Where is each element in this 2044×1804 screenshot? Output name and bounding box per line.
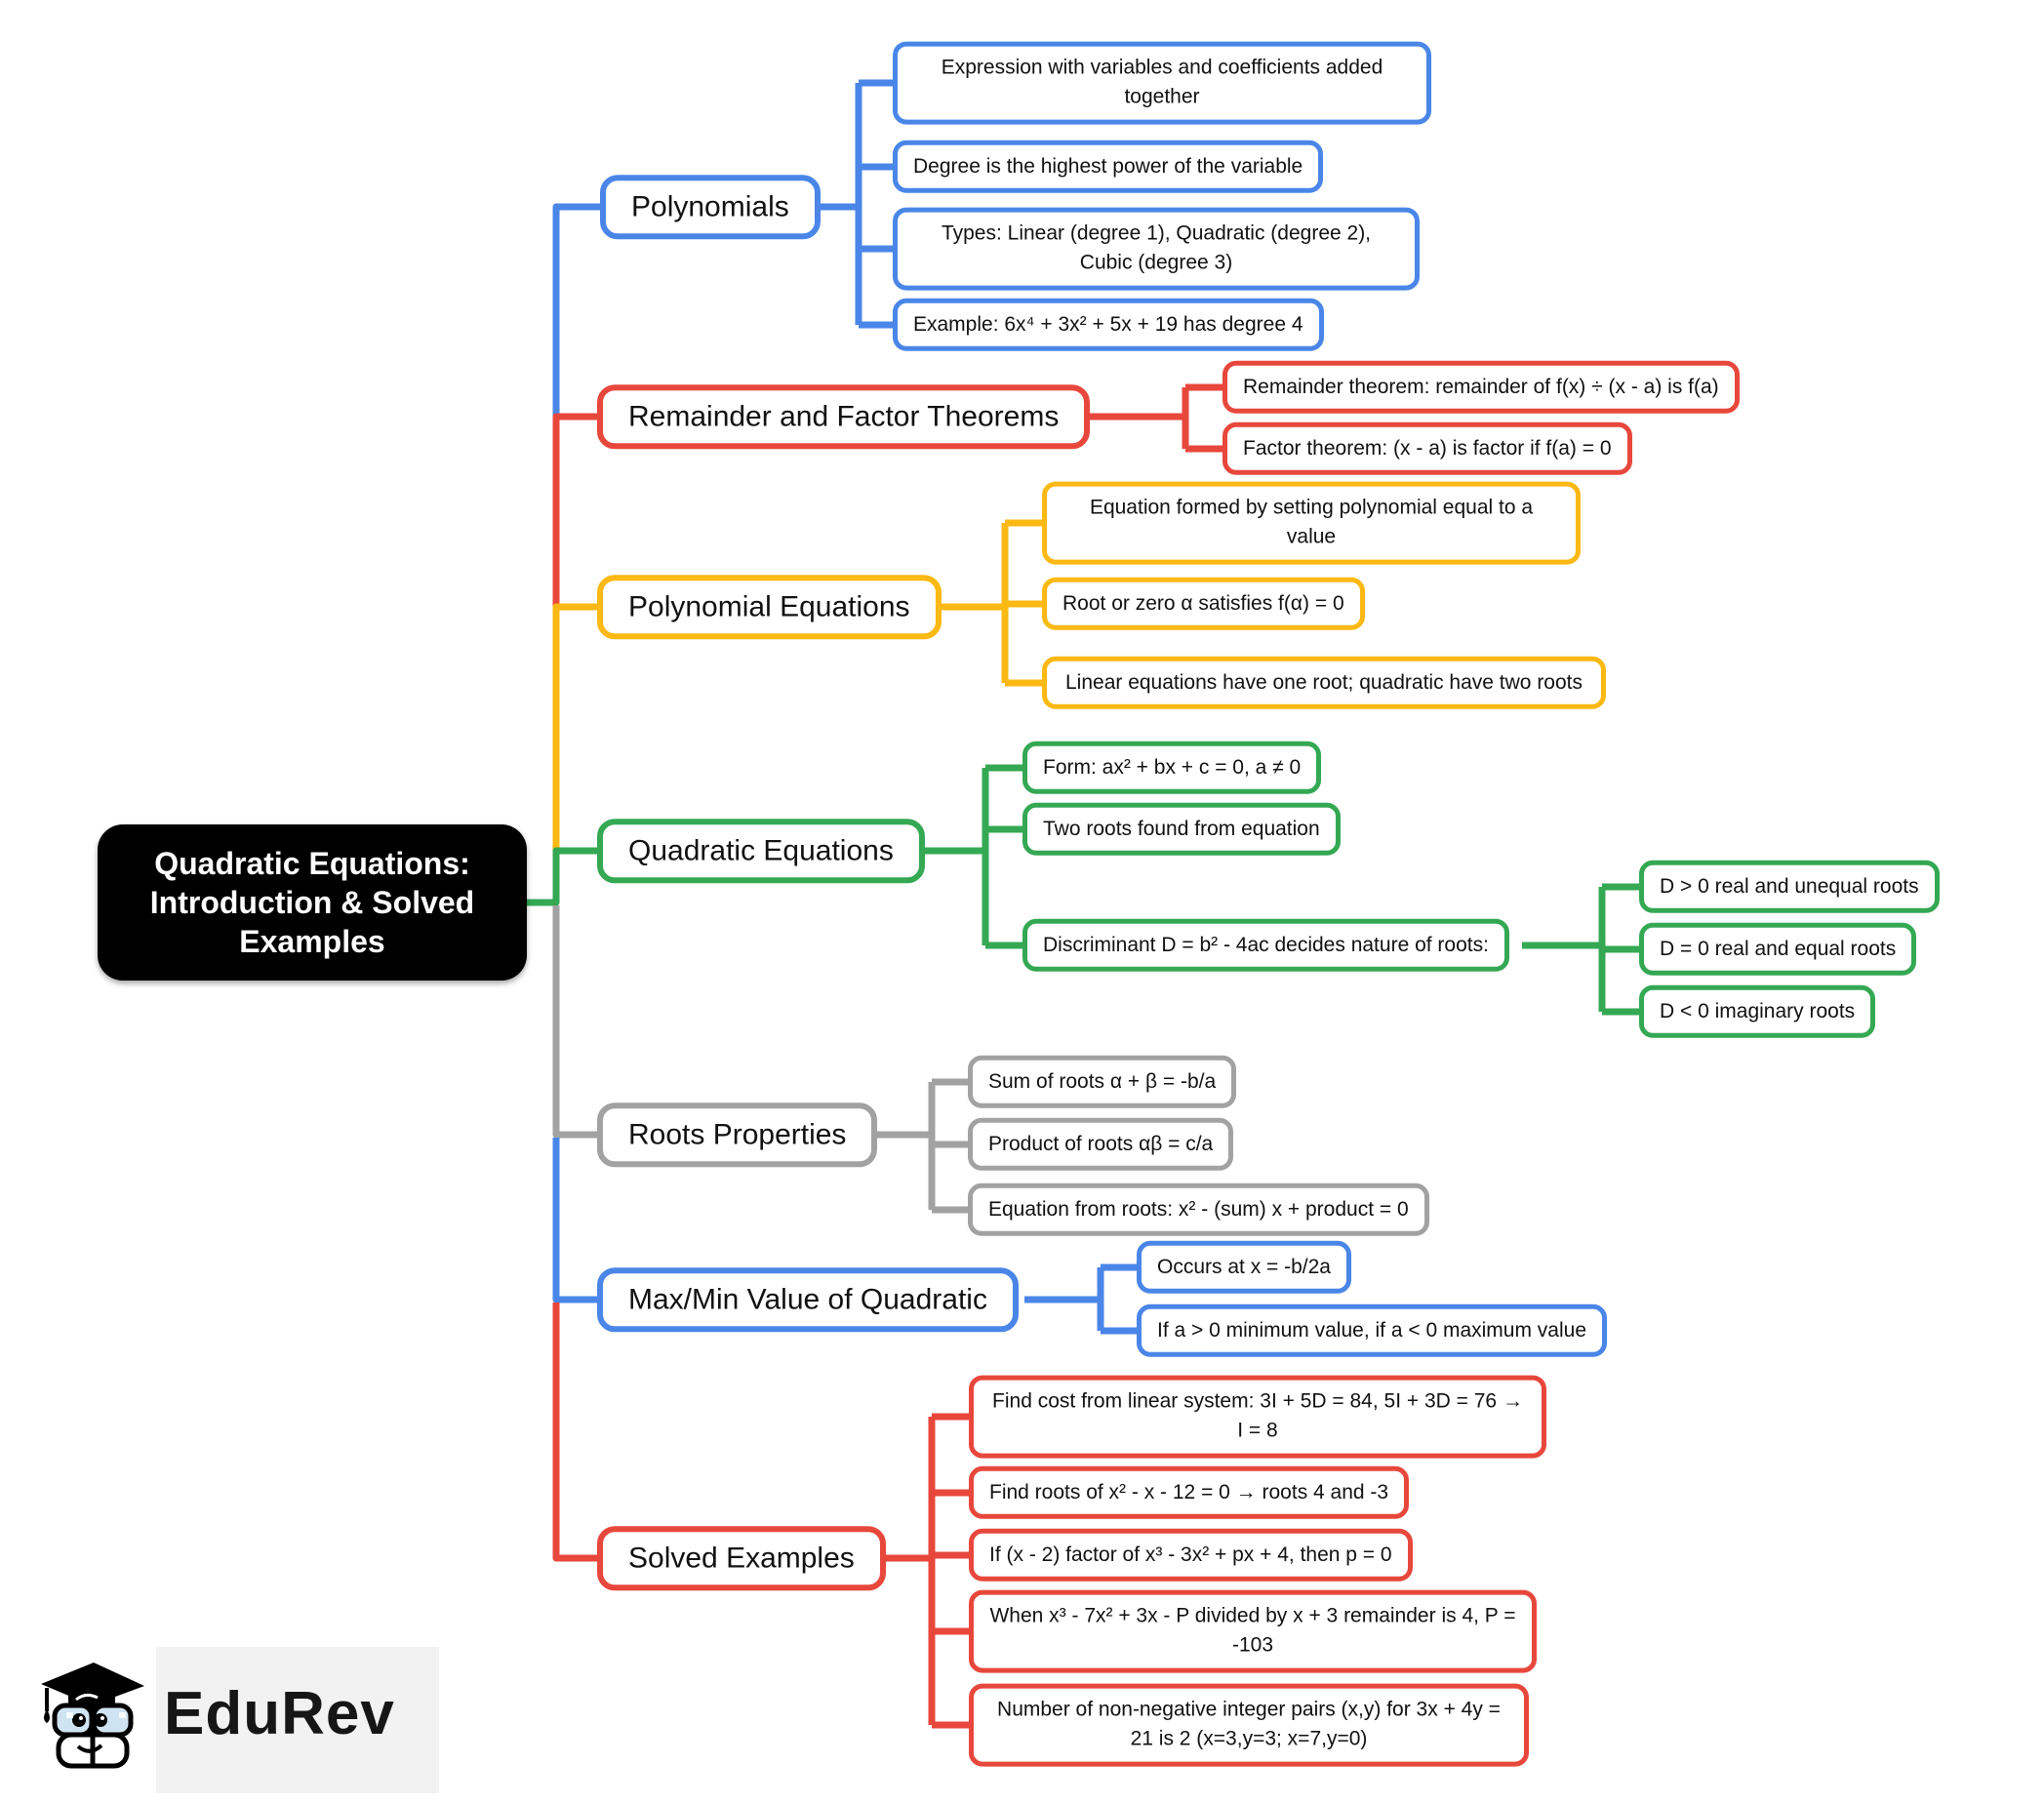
branch-polynomial-equations: Polynomial Equations [597, 575, 942, 639]
child-node: If (x - 2) factor of x³ - 3x² + px + 4, … [969, 1528, 1413, 1583]
central-topic: Quadratic Equations: Introduction & Solv… [98, 824, 527, 981]
child-node: Types: Linear (degree 1), Quadratic (deg… [893, 207, 1420, 291]
child-node: Number of non-negative integer pairs (x,… [969, 1683, 1529, 1767]
child-node: Discriminant D = b² - 4ac decides nature… [1022, 918, 1509, 973]
logo-watermark-background [156, 1647, 439, 1793]
child-node: When x³ - 7x² + 3x - P divided by x + 3 … [969, 1589, 1537, 1673]
child-node: Remainder theorem: remainder of f(x) ÷ (… [1222, 360, 1740, 415]
child-node: Find roots of x² - x - 12 = 0 → roots 4 … [969, 1465, 1410, 1520]
child-node: Sum of roots α + β = -b/a [968, 1055, 1237, 1109]
child-node: Occurs at x = -b/2a [1137, 1240, 1351, 1295]
branch-quadratic-equations: Quadratic Equations [597, 819, 925, 883]
child-node: Expression with variables and coefficien… [893, 41, 1431, 125]
child-node: Product of roots αβ = c/a [968, 1117, 1234, 1172]
child-node: Two roots found from equation [1022, 802, 1341, 857]
child-node: Equation from roots: x² - (sum) x + prod… [968, 1183, 1429, 1237]
child-node: D < 0 imaginary roots [1639, 984, 1876, 1039]
child-node: Equation formed by setting polynomial eq… [1042, 481, 1581, 565]
child-node: Example: 6x⁴ + 3x² + 5x + 19 has degree … [893, 298, 1324, 352]
branch-roots-properties: Roots Properties [597, 1102, 878, 1167]
child-node: Factor theorem: (x - a) is factor if f(a… [1222, 421, 1632, 476]
branch-max-min-value: Max/Min Value of Quadratic [597, 1267, 1019, 1332]
edurev-logo: EduRev [33, 1649, 395, 1778]
child-node: Linear equations have one root; quadrati… [1042, 656, 1606, 710]
child-node: If a > 0 minimum value, if a < 0 maximum… [1137, 1303, 1608, 1358]
child-node: Degree is the highest power of the varia… [893, 140, 1324, 194]
branch-solved-examples: Solved Examples [597, 1526, 886, 1590]
brand-name: EduRev [164, 1679, 395, 1747]
child-node: Form: ax² + bx + c = 0, a ≠ 0 [1022, 741, 1322, 795]
graduation-cap-mascot-icon [41, 1663, 144, 1769]
child-node: D > 0 real and unequal roots [1639, 860, 1940, 914]
branch-polynomials: Polynomials [600, 175, 821, 239]
branch-remainder-factor-theorems: Remainder and Factor Theorems [597, 384, 1091, 449]
child-node: Find cost from linear system: 3I + 5D = … [969, 1375, 1546, 1459]
child-node: D = 0 real and equal roots [1639, 922, 1917, 977]
child-node: Root or zero α satisfies f(α) = 0 [1042, 577, 1365, 631]
